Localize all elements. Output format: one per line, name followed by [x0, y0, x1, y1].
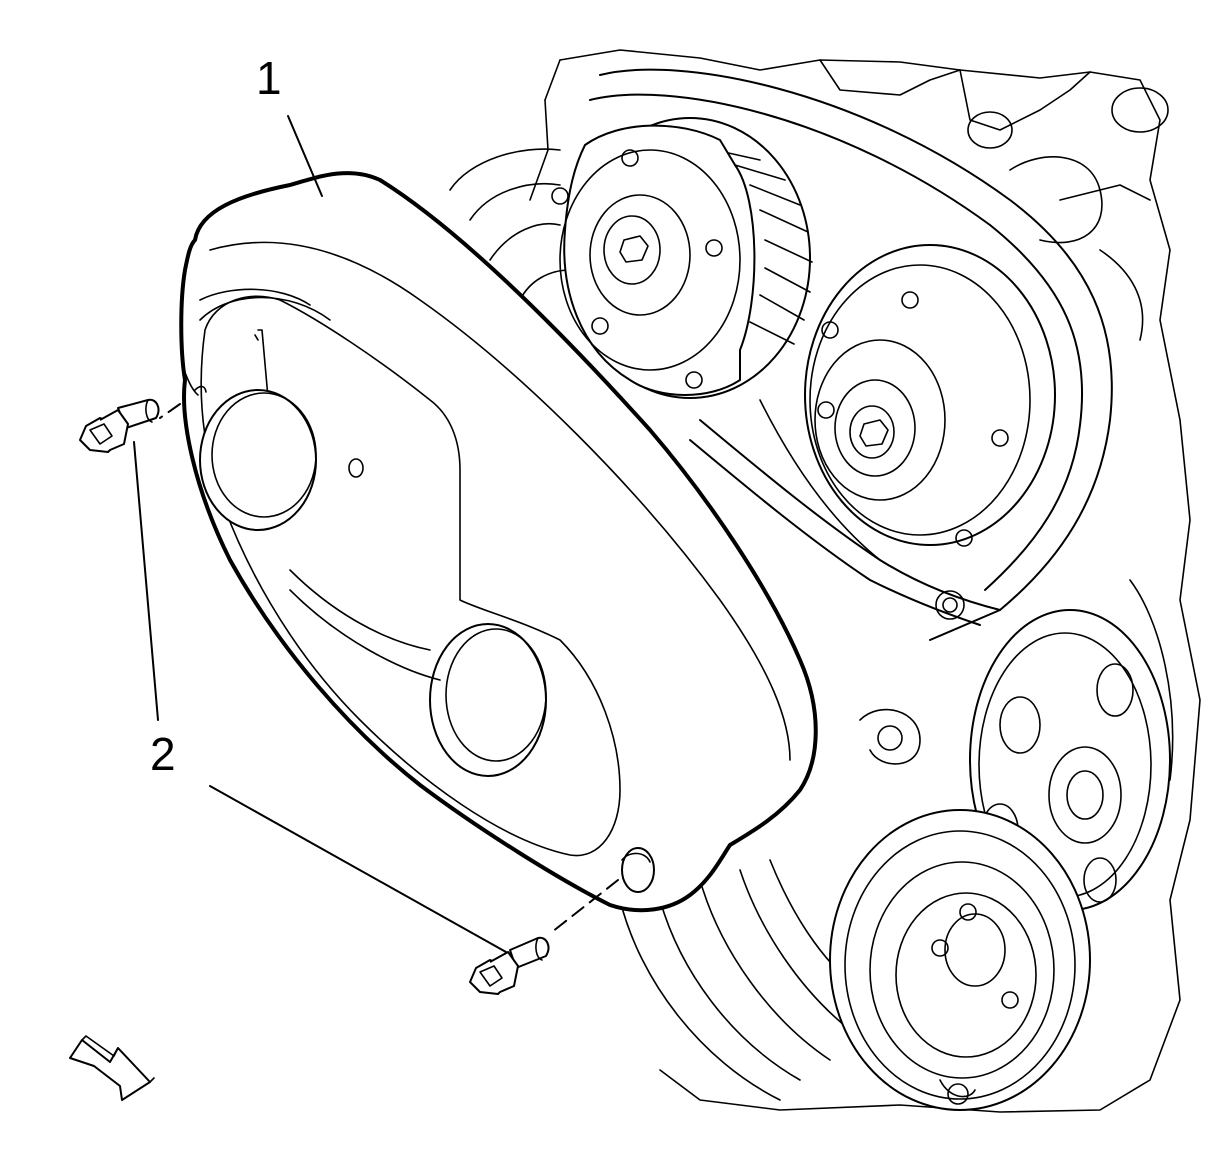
timing-belt-lower [689, 419, 1001, 765]
crankshaft-pulley [829, 809, 1091, 1111]
exhaust-camshaft-sprocket [759, 244, 1056, 561]
callout-1: 1 [256, 52, 323, 197]
intake-camshaft-sprocket [551, 117, 813, 399]
engine-block [449, 49, 1201, 1113]
callout-2-leader-upper [133, 441, 159, 721]
lower-bolt [469, 879, 619, 995]
callout-2-label: 2 [150, 728, 176, 780]
view-direction-arrow-icon [69, 1035, 155, 1101]
callout-1-label: 1 [256, 52, 282, 104]
callout-2-leader-lower [209, 785, 507, 953]
callout-1-leader [287, 115, 323, 197]
callout-2: 2 [133, 441, 507, 953]
upper-bolt [79, 398, 181, 453]
upper-timing-belt-front-cover [179, 171, 818, 913]
